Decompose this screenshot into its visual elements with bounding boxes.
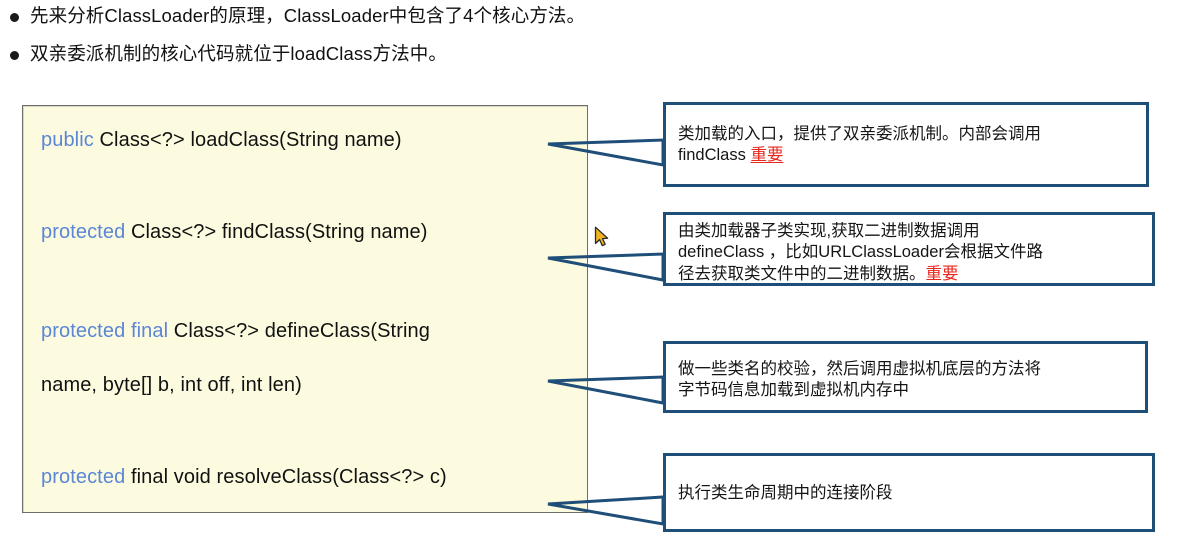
- code-signature: final void resolveClass(Class<?> c): [125, 466, 447, 488]
- code-line-loadclass: public Class<?> loadClass(String name): [41, 129, 402, 152]
- code-signature: Class<?> defineClass(String: [168, 320, 430, 342]
- code-line-defineclass: protected final Class<?> defineClass(Str…: [41, 320, 430, 343]
- callout-text: 类加载的入口，提供了双亲委派机制。内部会调用 findClass 重要: [678, 124, 1041, 167]
- code-keyword: public: [41, 129, 94, 151]
- code-line-defineclass-cont: name, byte[] b, int off, int len): [41, 374, 302, 397]
- bullet-text: 先来分析ClassLoader的原理，ClassLoader中包含了4个核心方法…: [30, 5, 586, 26]
- callout-defineclass-note: 做一些类名的校验，然后调用虚拟机底层的方法将 字节码信息加载到虚拟机内存中: [663, 341, 1148, 413]
- connector-tail-2: [547, 252, 665, 282]
- callout-line: findClass: [678, 146, 751, 165]
- code-keyword: protected: [41, 221, 126, 243]
- code-signature: Class<?> findClass(String name): [125, 221, 428, 243]
- bullet-text: 双亲委派机制的核心代码就位于loadClass方法中。: [30, 42, 447, 64]
- callout-line: 做一些类名的校验，然后调用虚拟机底层的方法将: [678, 360, 1041, 378]
- connector-tail-1: [547, 138, 665, 167]
- callout-resolveclass-note: 执行类生命周期中的连接阶段: [663, 453, 1155, 532]
- code-keyword: protected: [41, 466, 126, 488]
- callout-line: 由类加载器子类实现,获取二进制数据调用: [678, 222, 980, 240]
- code-keyword: protected final: [41, 320, 169, 342]
- code-line-resolveclass: protected final void resolveClass(Class<…: [41, 466, 447, 489]
- bullet-dot-icon: [10, 13, 19, 22]
- callout-findclass-note: 由类加载器子类实现,获取二进制数据调用 defineClass ，比如URLCl…: [663, 212, 1155, 286]
- callout-line: defineClass ，比如URLClassLoader会根据文件路: [678, 243, 1043, 262]
- mouse-pointer-icon: [594, 226, 609, 247]
- callout-line: 执行类生命周期中的连接阶段: [678, 484, 893, 502]
- callout-emphasis: 重要: [925, 264, 959, 283]
- callout-line: 字节码信息加载到虚拟机内存中: [678, 381, 909, 400]
- connector-tail-4: [547, 495, 665, 526]
- code-panel: public Class<?> loadClass(String name) p…: [22, 105, 588, 513]
- bullet-list: 先来分析ClassLoader的原理，ClassLoader中包含了4个核心方法…: [10, 4, 670, 80]
- connector-tail-3: [547, 375, 665, 405]
- code-line-findclass: protected Class<?> findClass(String name…: [41, 221, 428, 244]
- callout-loadclass-note: 类加载的入口，提供了双亲委派机制。内部会调用 findClass 重要: [663, 102, 1149, 187]
- callout-text: 由类加载器子类实现,获取二进制数据调用 defineClass ，比如URLCl…: [678, 221, 1043, 285]
- callout-line: 类加载的入口，提供了双亲委派机制。内部会调用: [678, 125, 1041, 143]
- code-signature: name, byte[] b, int off, int len): [41, 374, 302, 396]
- list-item: 双亲委派机制的核心代码就位于loadClass方法中。: [10, 42, 670, 67]
- callout-line: 径去获取类文件中的二进制数据。: [678, 264, 926, 283]
- code-signature: Class<?> loadClass(String name): [93, 129, 402, 151]
- callout-text: 做一些类名的校验，然后调用虚拟机底层的方法将 字节码信息加载到虚拟机内存中: [678, 359, 1041, 402]
- bullet-dot-icon: [10, 50, 19, 60]
- callout-emphasis: 重要: [750, 146, 784, 165]
- list-item: 先来分析ClassLoader的原理，ClassLoader中包含了4个核心方法…: [10, 4, 670, 29]
- callout-text: 执行类生命周期中的连接阶段: [678, 483, 893, 504]
